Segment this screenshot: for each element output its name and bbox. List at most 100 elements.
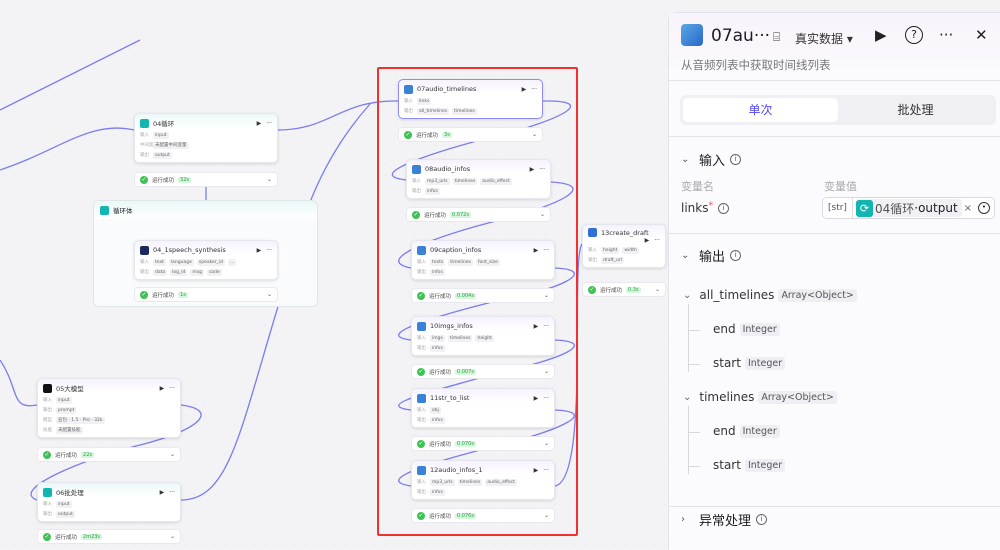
chevron-down-icon[interactable]: ⌄ bbox=[169, 451, 175, 458]
chevron-down-icon[interactable]: ⌄ bbox=[654, 286, 660, 293]
output-section-title: 输出 bbox=[699, 250, 726, 265]
chevron-down-icon[interactable]: ⌄ bbox=[266, 291, 272, 298]
more-icon[interactable]: ··· bbox=[543, 322, 549, 330]
param-tag: height bbox=[475, 334, 494, 342]
more-icon[interactable]: ··· bbox=[169, 384, 175, 392]
help-icon[interactable]: ? bbox=[905, 26, 923, 44]
success-icon: ✓ bbox=[417, 511, 425, 520]
chevron-down-icon[interactable]: ⌄ bbox=[539, 211, 545, 218]
run-time: 0.072s bbox=[450, 211, 471, 218]
links-value-field[interactable]: [str] ⟳ 04循环 · output × • bbox=[822, 197, 995, 219]
run-icon[interactable]: ▶ bbox=[533, 246, 539, 254]
run-icon[interactable]: ▶ bbox=[533, 466, 539, 474]
more-icon[interactable]: ··· bbox=[543, 394, 549, 402]
field-name: end bbox=[713, 424, 736, 438]
row-label: 输出 bbox=[43, 408, 52, 413]
more-icon[interactable]: ··· bbox=[654, 237, 660, 244]
run-icon[interactable]: ▶ bbox=[644, 237, 650, 244]
more-icon[interactable]: ··· bbox=[266, 246, 272, 254]
row-label: 输入 bbox=[404, 99, 413, 104]
success-icon: ✓ bbox=[140, 175, 148, 184]
chevron-down-icon[interactable]: ⌄ bbox=[543, 512, 549, 519]
data-mode-dropdown[interactable]: 真实数据 ▾ bbox=[795, 32, 853, 46]
node-title: 10imgs_infos bbox=[430, 322, 473, 330]
chevron-down-icon[interactable]: ⌄ bbox=[543, 368, 549, 375]
run-mode-tabs: 单次 批处理 bbox=[680, 95, 996, 125]
run-icon[interactable]: ▶ bbox=[533, 394, 539, 402]
more-icon[interactable]: ··· bbox=[266, 119, 272, 127]
edge bbox=[0, 39, 141, 111]
run-icon[interactable]: ▶ bbox=[529, 165, 535, 173]
more-icon[interactable]: ··· bbox=[543, 246, 549, 254]
more-icon[interactable]: ··· bbox=[543, 466, 549, 474]
tab-batch[interactable]: 批处理 bbox=[897, 103, 934, 117]
input-var-label: links*i bbox=[681, 201, 729, 215]
run-icon[interactable]: ▶ bbox=[159, 384, 165, 392]
run-time: 1s bbox=[178, 291, 188, 298]
panel-title: 07au··· bbox=[711, 26, 771, 46]
row-label: 输入 bbox=[588, 248, 597, 253]
node-detail-panel: 07au··· ⌸ 真实数据 ▾ ▶ ? ··· ✕ 从音频列表中获取时间线列表… bbox=[668, 12, 1000, 550]
more-icon[interactable]: ··· bbox=[169, 488, 175, 496]
more-icon[interactable]: ··· bbox=[939, 26, 954, 44]
run-time: 0.076s bbox=[455, 512, 476, 519]
run-icon[interactable]: ▶ bbox=[521, 85, 527, 93]
param-tag: code bbox=[206, 268, 222, 276]
run-icon[interactable]: ▶ bbox=[256, 246, 262, 254]
run-icon[interactable]: ▶ bbox=[256, 119, 262, 127]
tab-single[interactable]: 单次 bbox=[683, 98, 838, 122]
param-tag: 未配置中间变量 bbox=[153, 141, 189, 149]
chevron-down-icon[interactable]: ⌄ bbox=[543, 440, 549, 447]
chevron-down-icon[interactable]: ⌄ bbox=[169, 533, 175, 540]
more-icon[interactable]: ··· bbox=[539, 165, 545, 173]
more-icon[interactable]: ··· bbox=[531, 85, 537, 93]
chevron-down-icon[interactable]: ⌄ bbox=[266, 176, 272, 183]
chevron-down-icon[interactable]: ⌄ bbox=[683, 391, 692, 403]
row-label: 输出 bbox=[417, 418, 426, 423]
chevron-down-icon[interactable]: ⌄ bbox=[531, 131, 537, 138]
close-icon[interactable]: ✕ bbox=[975, 26, 988, 44]
variable-picker-icon[interactable]: • bbox=[978, 202, 990, 214]
param-tag: timelines bbox=[447, 334, 473, 342]
batch-icon bbox=[43, 487, 52, 497]
run-icon[interactable]: ▶ bbox=[533, 322, 539, 330]
clear-icon[interactable]: × bbox=[963, 202, 972, 214]
chevron-down-icon[interactable]: ⌄ bbox=[683, 289, 692, 301]
run-icon[interactable]: ▶ bbox=[875, 26, 887, 44]
chevron-down-icon: ⌄ bbox=[681, 250, 690, 261]
param-tag: mp3_urls bbox=[430, 478, 455, 486]
chevron-down-icon[interactable]: ⌄ bbox=[543, 292, 549, 299]
mock-data-icon[interactable]: ⌸ bbox=[773, 30, 781, 44]
run-icon[interactable]: ▶ bbox=[159, 488, 165, 496]
field-name: timelines bbox=[699, 390, 755, 404]
param-tag: width bbox=[622, 246, 639, 254]
info-icon: i bbox=[717, 202, 729, 214]
